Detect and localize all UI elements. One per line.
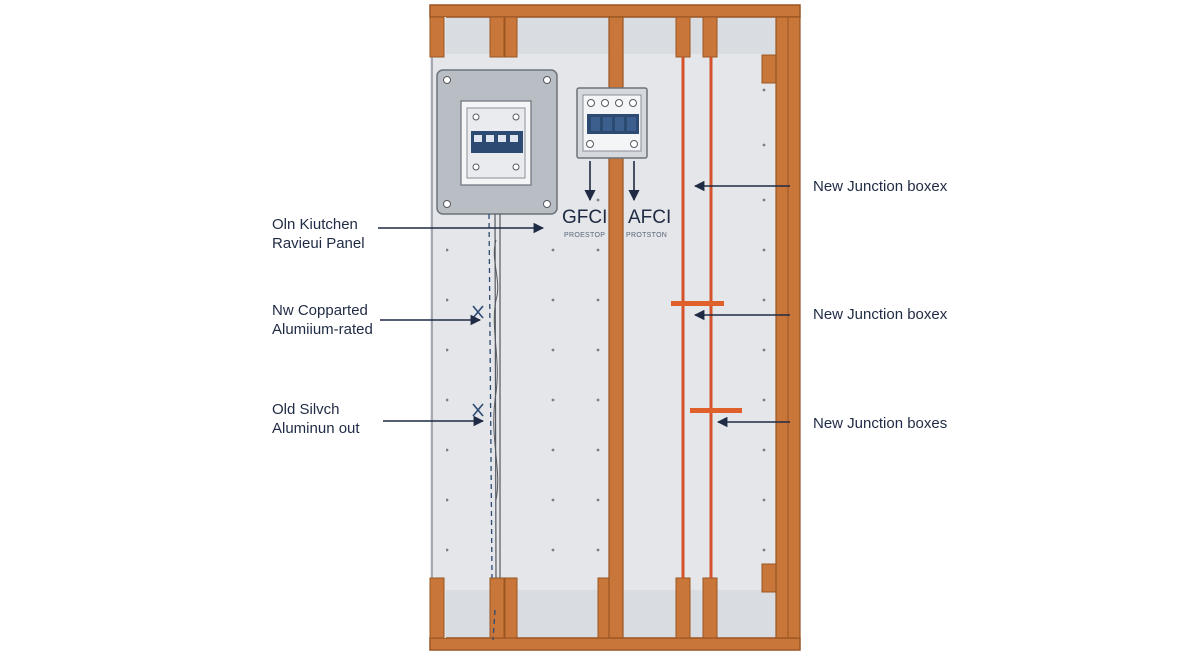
screw-dot (445, 548, 449, 552)
label-junction-1: New Junction boxex (813, 178, 948, 195)
label-kitchen-panel-line2: Ravieui Panel (272, 235, 365, 252)
main-panel (436, 69, 558, 215)
screw-dot (445, 298, 449, 302)
screw-dot (551, 298, 555, 302)
screw-dot (762, 498, 766, 502)
screw-dot (596, 348, 600, 352)
stud-6-top (675, 16, 691, 58)
screw-dot (762, 348, 766, 352)
label-old-switch: Old Silvch Aluminun out (272, 400, 360, 438)
junction-bar-1 (671, 301, 724, 306)
screw-dot (445, 398, 449, 402)
screw-dot (445, 248, 449, 252)
gfci-afci-box (576, 87, 648, 159)
screw-dot (445, 498, 449, 502)
screw-dot (762, 143, 766, 147)
stud-7-top (702, 16, 718, 58)
screw-dot (596, 548, 600, 552)
screw-dot (762, 88, 766, 92)
screw-dot (551, 348, 555, 352)
screw-dot (596, 298, 600, 302)
stud-2-bottom (489, 577, 505, 639)
screw-dot (596, 198, 600, 202)
label-kitchen-panel: Oln Kiutchen Ravieui Panel (272, 215, 365, 253)
label-old-switch-line1: Old Silvch (272, 401, 340, 418)
screw-dot (551, 248, 555, 252)
stud-2-top (489, 16, 505, 58)
stud-6-bottom (675, 577, 691, 639)
gfci-label: GFCI (562, 207, 608, 228)
label-junction-2: New Junction boxex (813, 306, 948, 323)
center-stud (608, 16, 624, 639)
screw-dot (596, 448, 600, 452)
stud-3-bottom (504, 577, 518, 639)
label-kitchen-panel-line1: Oln Kiutchen (272, 216, 358, 233)
label-junction-3: New Junction boxes (813, 415, 948, 432)
junction-bar-2 (690, 408, 742, 413)
afci-sublabel: PROTSTON (626, 232, 668, 239)
label-copper-rated: Nw Copparted Alumiium-rated (272, 301, 373, 339)
conduit (488, 213, 501, 641)
left-stud-bottom (429, 577, 445, 639)
right-blocking-bottom (761, 563, 777, 593)
screw-dot (596, 498, 600, 502)
screw-dot (762, 198, 766, 202)
screw-dot (762, 248, 766, 252)
screw-dot (445, 348, 449, 352)
top-plate (429, 4, 801, 18)
screw-dot (551, 398, 555, 402)
afci-label: AFCI (628, 207, 672, 228)
screw-dot (596, 398, 600, 402)
screw-dot (551, 448, 555, 452)
screw-dot (551, 548, 555, 552)
bottom-plate (429, 637, 801, 651)
label-old-switch-line2: Aluminun out (272, 420, 360, 437)
stud-3-top (504, 16, 518, 58)
left-stud-top (429, 16, 445, 58)
label-copper-rated-line2: Alumiium-rated (272, 321, 373, 338)
label-copper-rated-line1: Nw Copparted (272, 302, 368, 319)
screw-dot (762, 548, 766, 552)
gfci-sublabel: PROESTOP (564, 232, 606, 239)
stud-4-bottom (597, 577, 611, 639)
screw-dot (596, 248, 600, 252)
screw-dot (445, 448, 449, 452)
right-blocking-top (761, 54, 777, 84)
screw-dot (551, 498, 555, 502)
stud-7-bottom (702, 577, 718, 639)
screw-dot (762, 398, 766, 402)
screw-dot (762, 298, 766, 302)
screw-dot (762, 448, 766, 452)
